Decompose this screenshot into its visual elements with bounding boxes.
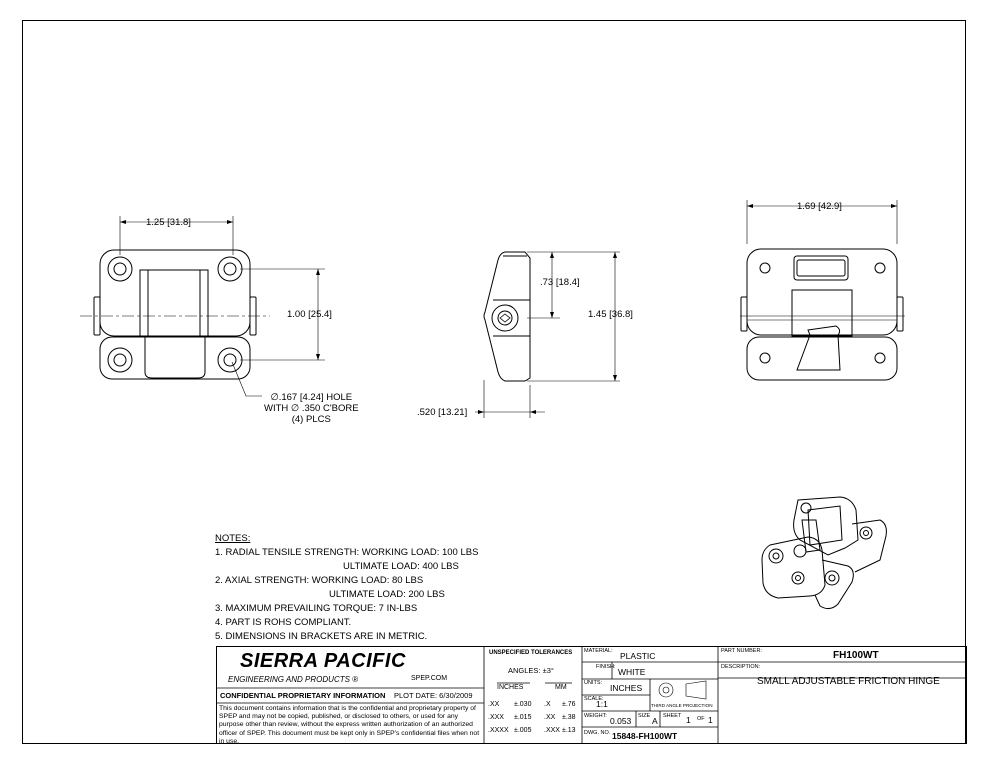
size-value: A <box>652 716 658 726</box>
company-subtitle: ENGINEERING AND PRODUCTS ® <box>228 675 359 684</box>
drawing-sheet-border <box>22 20 966 744</box>
notes-block: NOTES: 1. RADIAL TENSILE STRENGTH: WORKI… <box>215 532 478 644</box>
finish-label: FINISH: <box>596 664 616 670</box>
note-1b: ULTIMATE LOAD: 400 LBS <box>343 561 459 572</box>
drawing-number: 15848-FH100WT <box>612 731 678 741</box>
front-width-dim: 1.25 [31.8] <box>146 217 191 228</box>
third-angle-projection-icon <box>658 680 707 700</box>
material-value: PLASTIC <box>620 651 656 661</box>
weight-label: WEIGHT: <box>584 713 607 719</box>
tolerance-rows: .XX±.030.X±.76 .XXX±.015.XX±.38 .XXXX±.0… <box>488 698 576 737</box>
plot-date: PLOT DATE: 6/30/2009 <box>394 691 473 700</box>
note-2b: ULTIMATE LOAD: 200 LBS <box>329 589 445 600</box>
tolerance-row: .XXX±.015.XX±.38 <box>488 714 576 721</box>
projection-label: THIRD ANGLE PROJECTION <box>651 703 713 708</box>
back-width-dim: 1.69 [42.9] <box>797 201 842 212</box>
confidential-label: CONFIDENTIAL PROPRIETARY INFORMATION <box>220 691 386 700</box>
titleblock-lines <box>216 646 967 744</box>
drawing-number-label: DWG. NO. <box>584 730 611 736</box>
weight-value: 0.053 <box>610 716 632 726</box>
title-block <box>216 646 967 744</box>
note-3: 3. MAXIMUM PREVAILING TORQUE: 7 IN-LBS <box>215 603 418 614</box>
inches-heading: INCHES <box>497 684 524 691</box>
of-label: OF <box>697 716 705 722</box>
part-number: FH100WT <box>833 650 879 661</box>
side-depth-dim: .520 [13.21] <box>417 407 468 418</box>
note-1a: 1. RADIAL TENSILE STRENGTH: WORKING LOAD… <box>215 547 479 558</box>
description-label: DESCRIPTION: <box>721 664 761 670</box>
finish-value: WHITE <box>618 667 646 677</box>
confidential-disclaimer: This document contains information that … <box>219 705 480 743</box>
part-number-label: PART NUMBER: <box>721 648 762 654</box>
hole-callout-line1: ∅.167 [4.24] HOLE <box>270 392 353 403</box>
hole-callout: ∅.167 [4.24] HOLE WITH ∅ .350 C'BORE (4)… <box>264 392 359 425</box>
side-pivot-dim: .73 [18.4] <box>540 277 580 288</box>
tolerance-row: .XXXX±.005.XXX±.13 <box>488 727 576 734</box>
notes-heading: NOTES: <box>215 533 251 544</box>
back-view <box>740 200 905 381</box>
front-height-dim: 1.00 [25.4] <box>287 309 332 320</box>
sheet-value: 1 <box>686 715 691 725</box>
hole-callout-line2: WITH ∅ .350 C'BORE <box>264 403 359 414</box>
note-2a: 2. AXIAL STRENGTH: WORKING LOAD: 80 LBS <box>215 575 424 586</box>
sheet-label: SHEET <box>663 713 682 719</box>
note-4: 4. PART IS ROHS COMPLIANT. <box>215 617 352 628</box>
angle-tolerance: ANGLES: ±3° <box>508 666 554 675</box>
material-label: MATERIAL: <box>584 648 613 654</box>
company-name: SIERRA PACIFIC <box>240 650 406 672</box>
hole-callout-line3: (4) PLCS <box>291 414 331 425</box>
description: SMALL ADJUSTABLE FRICTION HINGE <box>757 676 940 687</box>
mm-heading: MM <box>555 684 567 691</box>
sheet-total: 1 <box>708 715 713 725</box>
scale-label: SCALE: <box>584 696 604 702</box>
size-label: SIZE <box>638 713 651 719</box>
side-height-dim: 1.45 [36.8] <box>588 309 633 320</box>
side-view <box>475 251 620 418</box>
scale-value: 1:1 <box>596 699 608 709</box>
company-website: SPEP.COM <box>411 675 448 682</box>
tolerance-row: .XX±.030.X±.76 <box>488 701 576 708</box>
units-value: INCHES <box>610 683 643 693</box>
units-label: UNITS: <box>584 680 603 686</box>
note-5: 5. DIMENSIONS IN BRACKETS ARE IN METRIC. <box>215 631 428 642</box>
front-view <box>80 216 325 397</box>
tolerances-title: UNSPECIFIED TOLERANCES <box>489 650 573 656</box>
isometric-view <box>761 496 887 610</box>
